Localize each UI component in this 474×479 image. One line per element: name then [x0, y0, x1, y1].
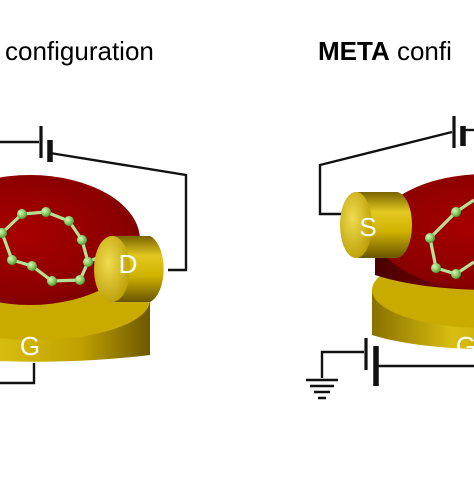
- right-top-circuit: [318, 116, 474, 216]
- right-title: META confi: [318, 36, 452, 66]
- right-panel: META confi: [306, 36, 474, 400]
- right-gate-label: G: [456, 331, 474, 361]
- right-source-electrode: S: [340, 192, 412, 258]
- left-gate-label: G: [20, 331, 40, 361]
- left-wire-battery-to-drain: [49, 151, 188, 272]
- left-top-circuit: [0, 126, 188, 272]
- drain-label: D: [119, 249, 138, 279]
- right-atoms: [425, 207, 461, 279]
- right-molecule: [425, 198, 474, 279]
- battery-icon: [452, 116, 466, 148]
- left-drain-electrode: D: [94, 236, 164, 302]
- source-label: S: [359, 212, 376, 242]
- ground-icon: [306, 378, 338, 400]
- battery-icon: [364, 338, 379, 386]
- right-wire-ground: [320, 350, 364, 378]
- battery-icon: [39, 126, 53, 162]
- left-wire-gate: [0, 363, 36, 385]
- left-title: configuration: [5, 36, 154, 66]
- right-bottom-circuit: [306, 338, 474, 400]
- right-title-bold: META: [318, 36, 390, 66]
- right-wire-source-to-battery: [318, 130, 453, 216]
- right-title-plain: confi: [390, 36, 452, 66]
- left-panel: configuration: [0, 36, 188, 385]
- left-atoms: [0, 207, 93, 286]
